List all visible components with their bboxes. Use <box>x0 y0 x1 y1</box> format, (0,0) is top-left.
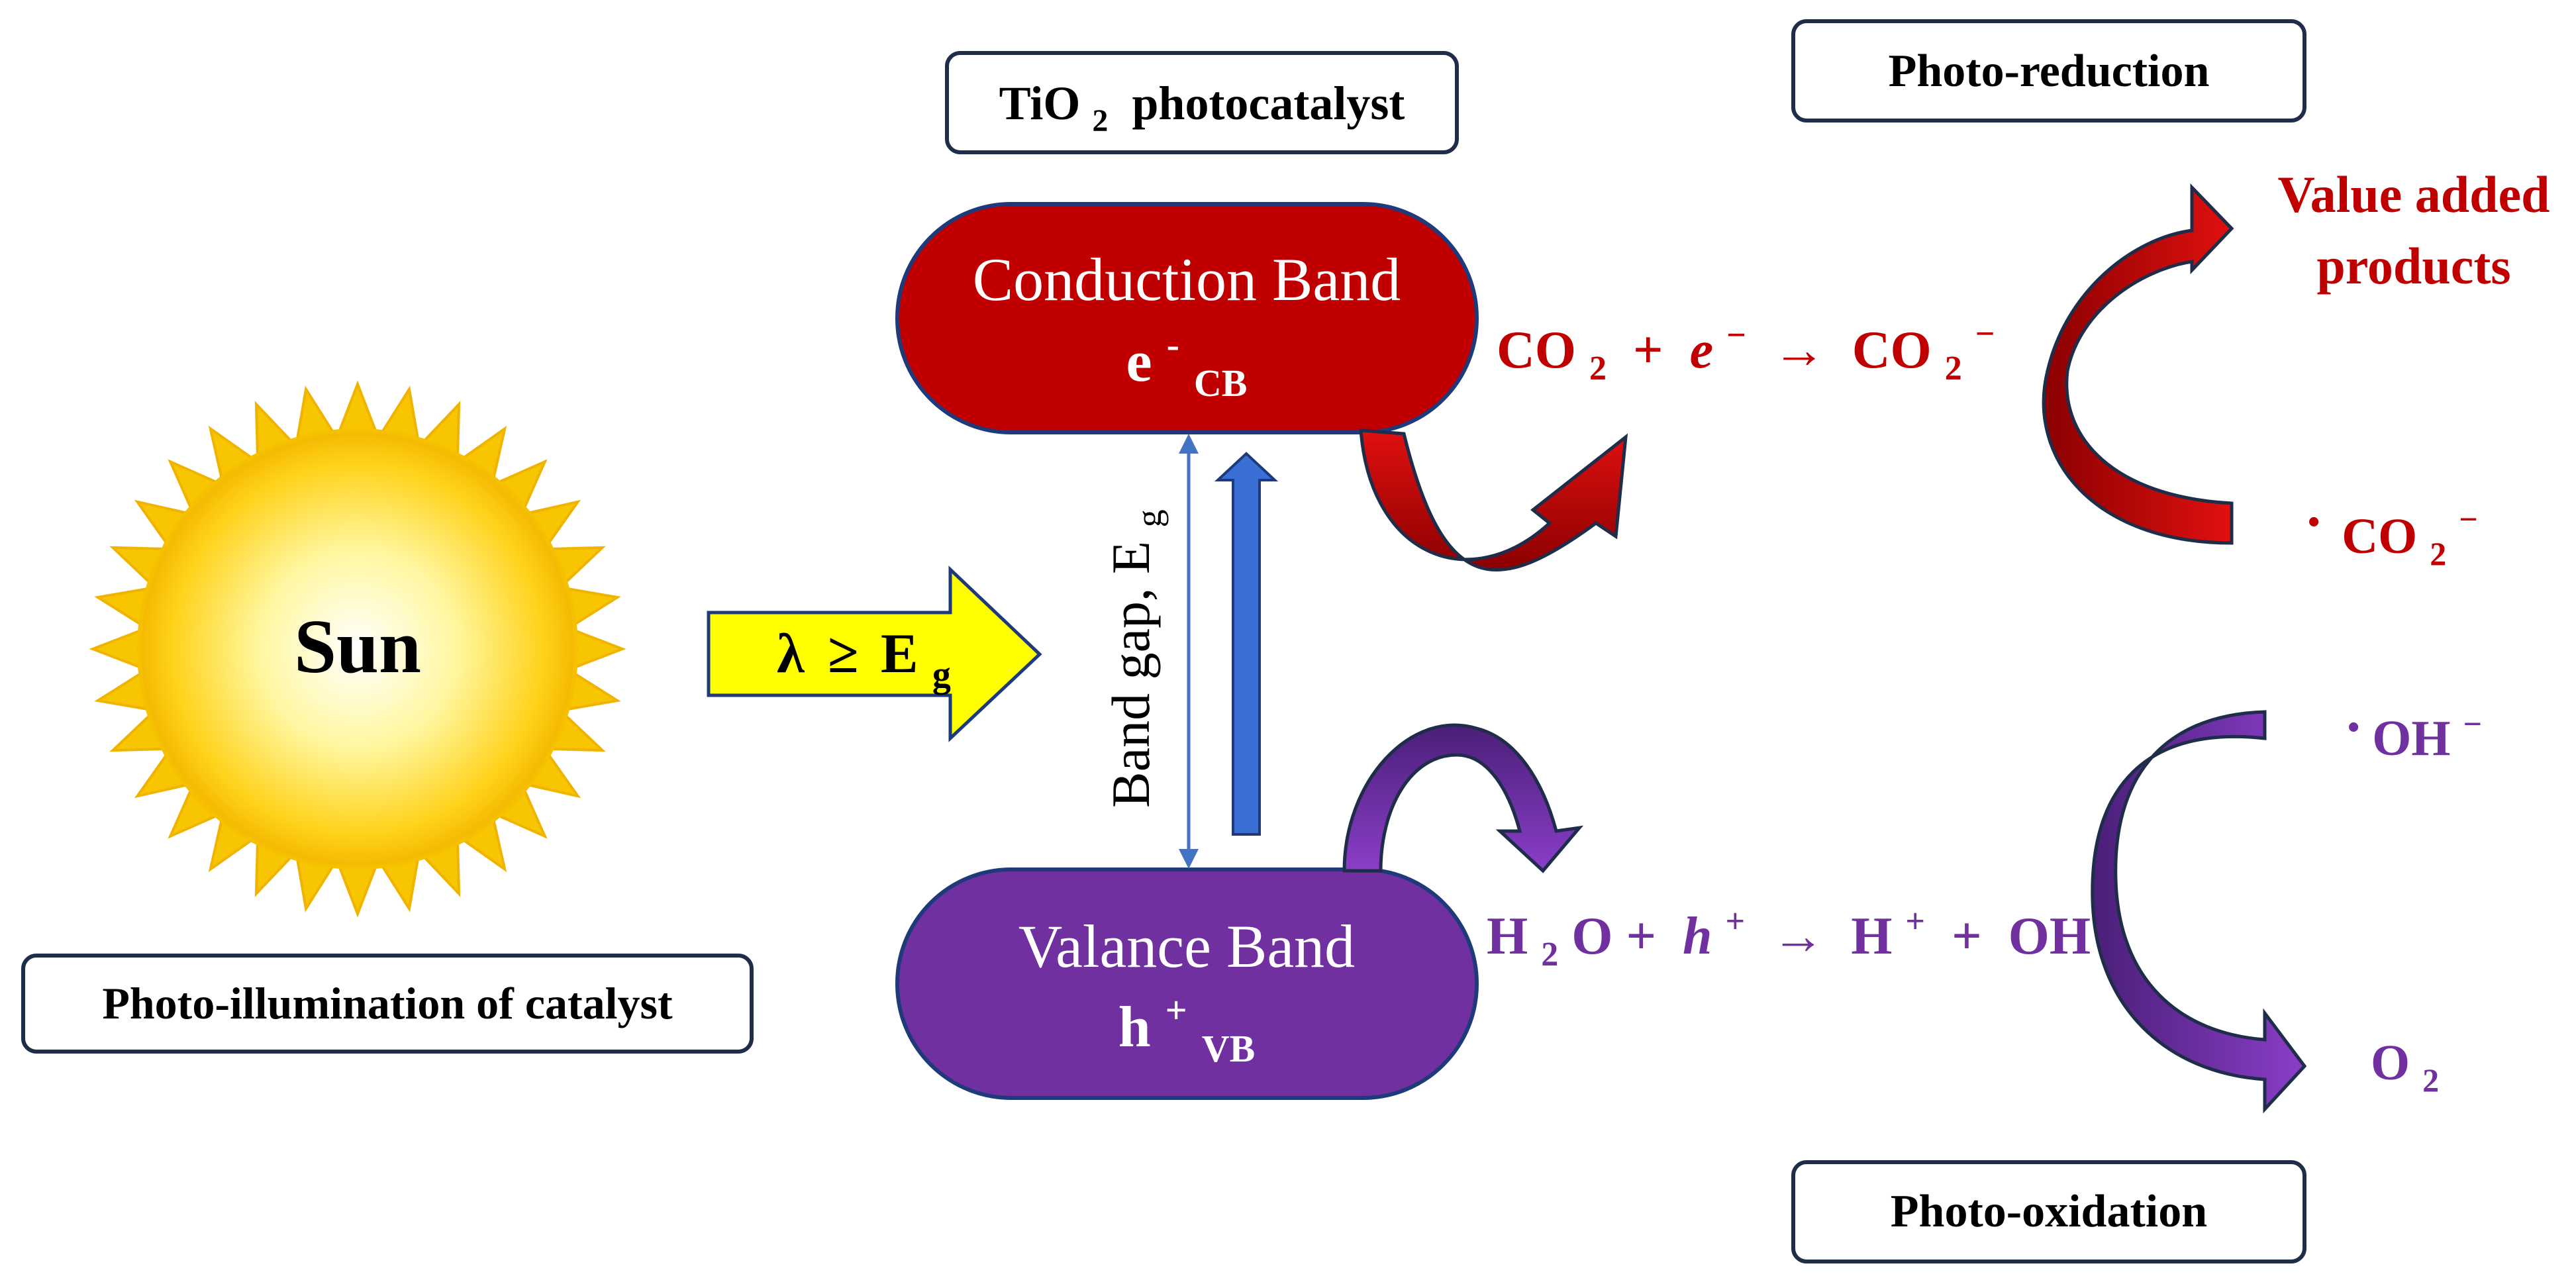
reduction-eq-product-sup: − <box>1975 315 1995 353</box>
oh-radical-sup: − <box>2463 705 2482 742</box>
oh-radical-formula: OH <box>2372 711 2450 766</box>
reduction-equation: CO 2 + e − → CO 2 − <box>1497 300 1995 391</box>
oxidation-eq-h: H <box>1487 907 1528 965</box>
photo-reduction-label: Photo-reduction <box>1889 46 2210 97</box>
photo-oxidation-label: Photo-oxidation <box>1891 1186 2207 1237</box>
band-gap-arrow <box>1179 434 1199 869</box>
catalyst-title-box: TiO 2 photocatalyst <box>945 51 1459 154</box>
co2-radical-anion: • CO 2 − <box>2308 489 2478 576</box>
oxygen-formula: O <box>2371 1035 2410 1091</box>
valence-carrier: h <box>1118 995 1151 1060</box>
value-added-line1: Value added <box>2277 166 2550 223</box>
reduction-eq-arrow: → <box>1759 321 1839 379</box>
valence-transfer-arrow <box>1342 723 1584 873</box>
co2-radical-dot: • <box>2308 503 2320 541</box>
reduction-product-arrow <box>2042 183 2234 545</box>
oxidation-equation: H 2 O + h + → H + + OH − <box>1487 886 2124 977</box>
svg-text:Band gap, E g: Band gap, E g <box>1101 509 1169 808</box>
illumination-label: Photo-illumination of catalyst <box>102 978 673 1028</box>
oxygen-sub: 2 <box>2422 1062 2439 1099</box>
conduction-band: Conduction Band e - CB <box>895 202 1479 434</box>
reduction-eq-co2: CO <box>1497 321 1576 379</box>
oxidation-eq-h-sub: 2 <box>1541 936 1558 973</box>
reduction-eq-product-sub: 2 <box>1945 350 1962 387</box>
lambda-symbol: λ <box>777 622 805 685</box>
svg-text:e - CB: e - CB <box>1126 307 1248 405</box>
conduction-band-title: Conduction Band <box>973 246 1401 313</box>
conduction-carrier-sup: - <box>1167 323 1179 366</box>
band-gap-subscript: g <box>1129 509 1169 527</box>
energy-symbol: E <box>881 622 918 685</box>
oxidation-eq-hydroxide: + OH <box>1938 907 2091 965</box>
svg-text:TiO 2 photocataly: TiO 2 photocatalyst <box>999 77 1405 142</box>
conduction-transfer-arrow <box>1359 428 1628 572</box>
svg-text:λ ≥ E g: λ ≥ E g <box>777 622 951 695</box>
valence-band: Valance Band h + VB <box>895 867 1479 1100</box>
reduction-eq-electron: e <box>1690 321 1714 379</box>
photo-oxidation-box: Photo-oxidation <box>1791 1160 2306 1263</box>
catalyst-title-subscript: 2 <box>1092 103 1108 138</box>
svg-text:h + VB: h + VB <box>1118 972 1256 1070</box>
oxidation-eq-o-plus: O + <box>1571 907 1669 965</box>
reduction-eq-product: CO <box>1852 321 1932 379</box>
oxidation-product-arrow <box>2091 710 2307 1114</box>
valence-carrier-sub: VB <box>1202 1027 1256 1070</box>
photo-reduction-box: Photo-reduction <box>1791 19 2306 123</box>
oxidation-eq-hole: h <box>1683 907 1712 965</box>
co2-radical-formula: CO <box>2342 509 2417 564</box>
relation-symbol: ≥ <box>828 622 859 685</box>
oh-radical-dot: • <box>2348 709 2359 746</box>
value-added-line2: products <box>2316 237 2510 295</box>
reduction-eq-sub: 2 <box>1589 350 1607 387</box>
valence-band-title: Valance Band <box>1018 913 1355 980</box>
catalyst-title-suffix: photocatalyst <box>1120 77 1405 130</box>
oxidation-eq-proton: H <box>1851 907 1892 965</box>
reduction-eq-plus: + <box>1620 321 1677 379</box>
valence-carrier-sup: + <box>1165 989 1187 1032</box>
oh-radical: • OH − <box>2348 694 2482 766</box>
band-gap-label: Band gap, E <box>1101 541 1161 808</box>
reduction-eq-electron-sup: − <box>1726 317 1746 354</box>
illumination-label-box: Photo-illumination of catalyst <box>21 954 754 1054</box>
oxygen-product: O 2 <box>2371 1035 2439 1099</box>
excitation-arrow: λ ≥ E g <box>707 566 1042 742</box>
oxidation-eq-proton-sup: + <box>1905 903 1925 940</box>
catalyst-title-prefix: TiO <box>999 77 1081 130</box>
sun-label: Sun <box>294 605 421 689</box>
co2-radical-sub: 2 <box>2430 535 2446 572</box>
energy-subscript: g <box>932 654 951 695</box>
oxidation-eq-arrow: → <box>1758 907 1838 965</box>
sun-icon: Sun <box>89 380 626 918</box>
co2-radical-sup: − <box>2459 501 2478 538</box>
conduction-carrier: e <box>1126 330 1152 394</box>
oxidation-eq-hole-sup: + <box>1726 903 1746 940</box>
electron-excitation-arrow <box>1214 452 1279 836</box>
conduction-carrier-sub: CB <box>1194 362 1248 405</box>
